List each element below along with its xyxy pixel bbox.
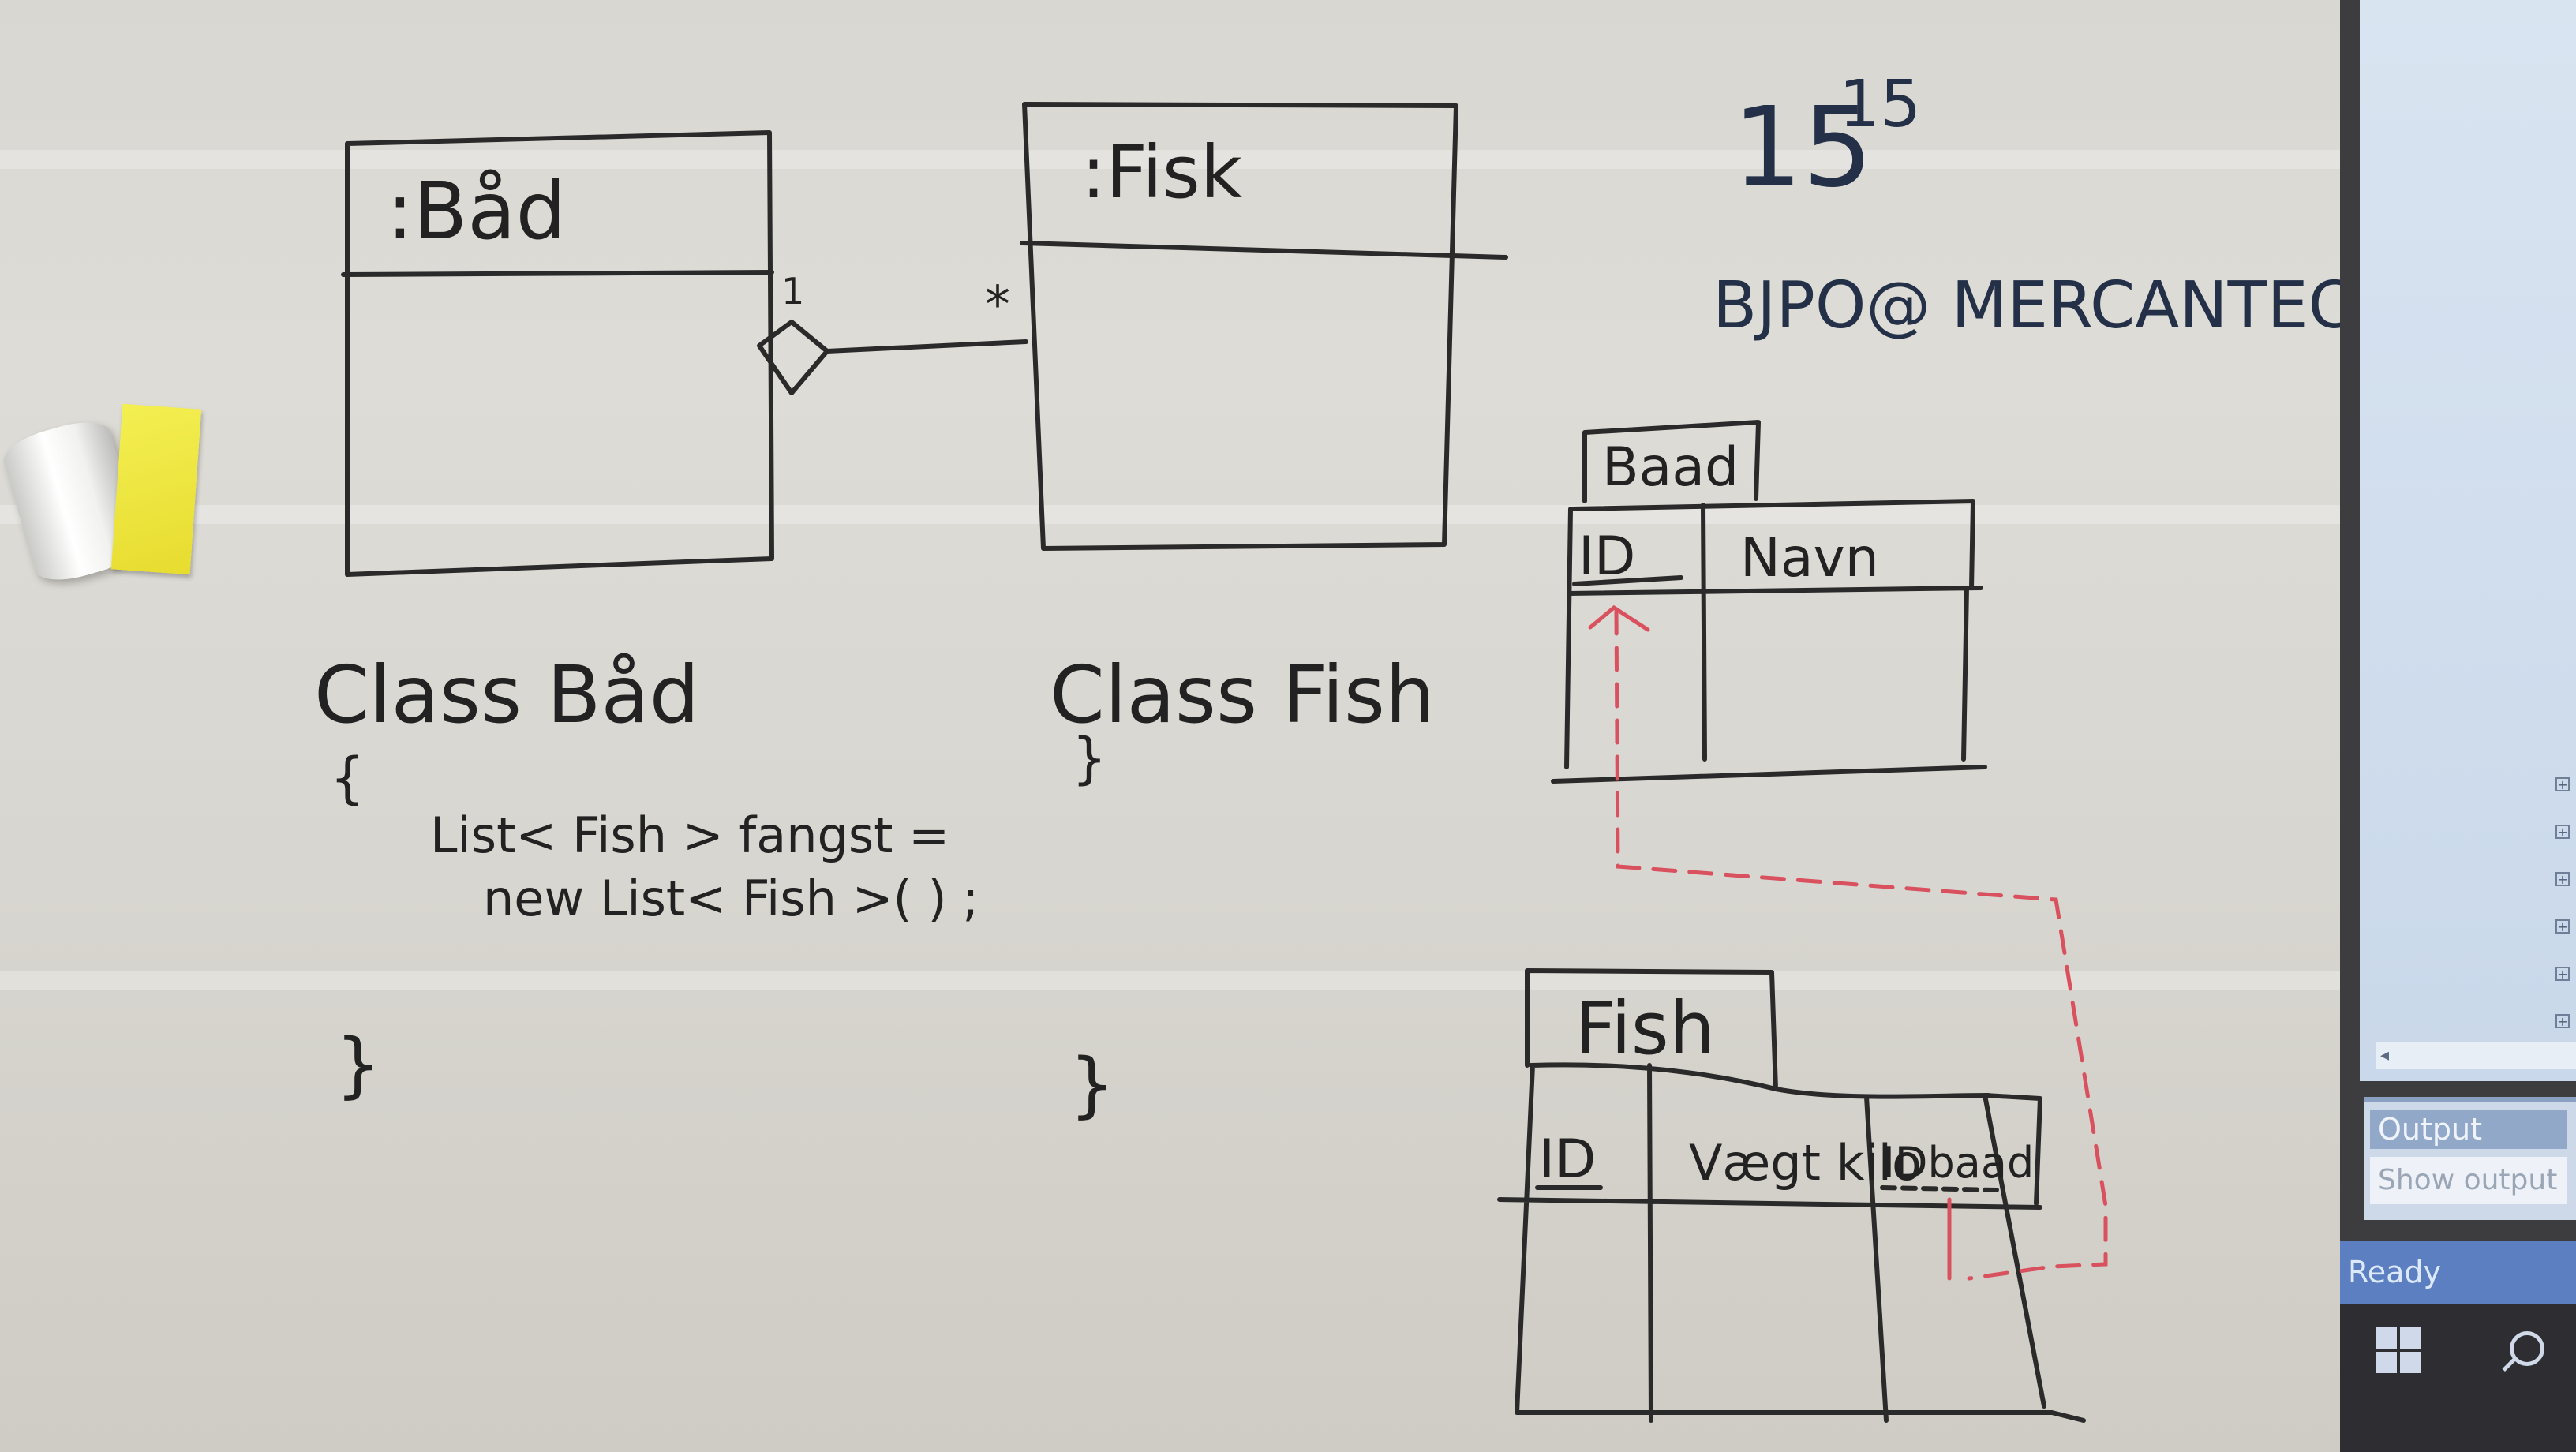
table-fish-col-idbaad: IDbaad [1882,1138,2034,1188]
expand-icon[interactable]: + [2555,872,2570,886]
table-fish-col-id: ID [1539,1128,1596,1191]
association-line [825,339,1028,354]
code-class-fish: Class Fish [1050,649,1435,741]
expand-icon[interactable]: + [2555,825,2570,839]
status-bar: Ready [2340,1241,2576,1304]
uml-box-bad [345,130,774,577]
table-baad-col-navn: Navn [1740,527,1879,589]
multiplicity-many: * [985,276,1010,335]
time-main: 15 [1732,84,1873,212]
projected-screen [2360,0,2576,1081]
search-icon[interactable] [2510,1331,2544,1366]
uml-box-bad-divider [341,270,774,277]
uml-box-fisk-divider [1020,241,1508,260]
expand-icon[interactable]: + [2555,1014,2570,1028]
multiplicity-one: 1 [781,270,804,312]
table-baad-name: Baad [1602,436,1739,499]
table-fish-col-vaegt: Vægt kilo [1689,1134,1922,1192]
table-baad-grid [1551,499,1987,784]
expand-icon[interactable]: + [2555,919,2570,934]
code-brace-close-2: } [1069,1043,1114,1126]
time-sup: 15 [1839,67,1921,142]
code-line-2: new List< Fish >( ) ; [483,870,979,927]
expand-icon[interactable]: + [2555,967,2570,981]
foreign-key-relation [1588,604,2108,1281]
table-baad-col-id: ID [1578,526,1635,588]
table-fish-fk-underline [1880,1185,1999,1192]
horizontal-scrollbar[interactable]: ◂ [2376,1042,2576,1069]
code-brace-open-1: { [330,746,365,810]
code-brace-close-1: } [335,1024,380,1106]
uml-box-fisk [1022,102,1458,551]
table-fish-grid [1497,1062,2086,1423]
output-panel: Output Show output [2364,1097,2576,1220]
email-address: BJPO@ MERCANTEC [1713,268,2340,343]
whiteboard [0,0,2340,1452]
windows-start-icon[interactable] [2376,1327,2423,1375]
expand-icon[interactable]: + [2555,777,2570,791]
code-line-1: List< Fish > fangst = [430,806,949,864]
table-fish-tab [1525,968,1778,1091]
uml-class-bad-label: :Båd [387,165,566,257]
table-fish-name: Fish [1574,986,1715,1071]
table-baad-tab [1582,420,1761,503]
output-panel-title[interactable]: Output [2370,1110,2567,1149]
taskbar [2340,1304,2576,1452]
whiteboard-drawing: :Båd :Fisk 1 * 15 15 BJPO@ MERCANTEC Cla… [314,67,2340,1423]
scroll-left-icon[interactable]: ◂ [2380,1046,2390,1065]
code-class-bad: Class Båd [314,649,699,741]
uml-class-fisk-label: :Fisk [1081,130,1243,215]
table-baad-id-underline [1572,575,1683,586]
show-output-from-dropdown[interactable]: Show output [2370,1157,2567,1204]
code-brace-open-2: } [1072,726,1107,791]
